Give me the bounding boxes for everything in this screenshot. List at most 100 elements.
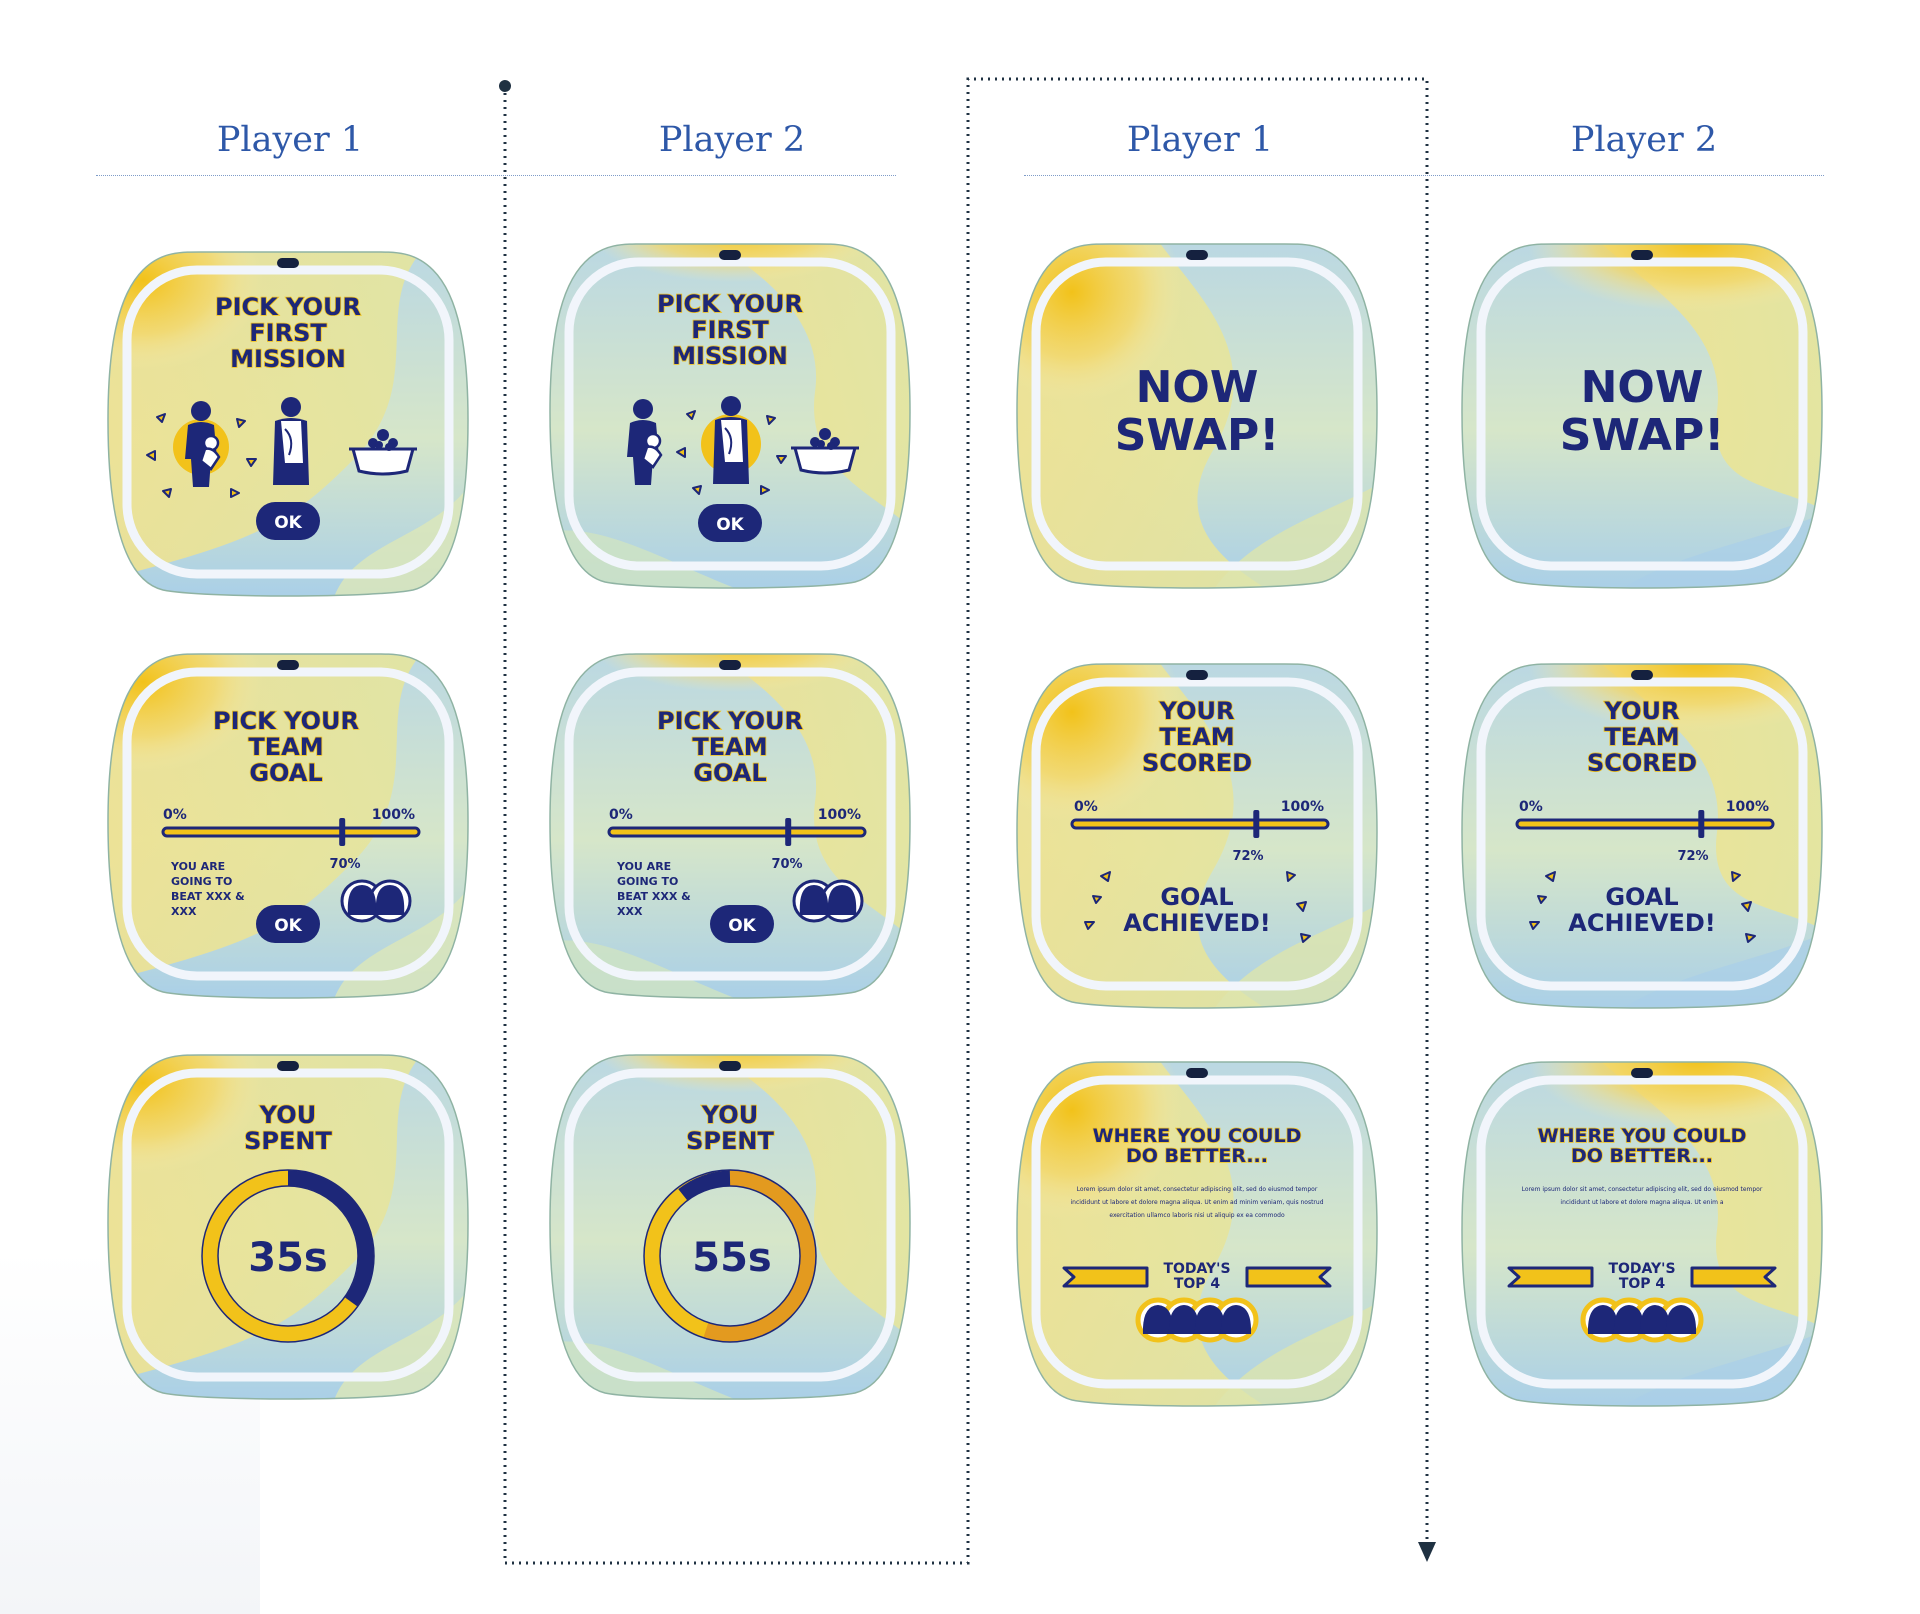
card-title-line: MISSION: [230, 345, 346, 373]
card-body: [103, 642, 473, 1002]
goal-message-line: YOU ARE: [616, 860, 671, 873]
card-title-line: TEAM: [1604, 723, 1679, 751]
score-value-label: 72%: [1232, 849, 1263, 864]
card-body: [1457, 1050, 1827, 1410]
goal-slider[interactable]: [161, 818, 421, 846]
score-max-label: 100%: [1726, 799, 1769, 815]
ok-button[interactable]: OK: [256, 502, 320, 540]
score-marker: [1698, 810, 1705, 838]
card-title-line: YOUR: [1159, 697, 1235, 725]
card-graphic: YOU SPENT 55s: [545, 1043, 915, 1403]
card-pick-mission-p1: PICK YOUR FIRST MISSION OK: [103, 240, 473, 600]
column-header: Player 1: [216, 120, 364, 160]
card-title-line: YOU: [259, 1101, 316, 1129]
card-you-spent-p1: YOU SPENT 35s: [103, 1043, 473, 1403]
time-ring: [201, 1169, 375, 1343]
card-graphic: YOUR TEAM SCORED 0% 100% 72% GOAL ACHIEV…: [1457, 652, 1827, 1012]
slider-value-label: 70%: [771, 857, 802, 872]
ok-button-label: OK: [274, 916, 302, 936]
card-graphic: WHERE YOU COULD DO BETTER... Lorem ipsum…: [1012, 1050, 1382, 1410]
card-title-line: WHERE YOU COULD: [1093, 1125, 1302, 1147]
card-pick-goal-p2: PICK YOUR TEAM GOAL 0% 100% 70% YOU ARE …: [545, 642, 915, 1002]
card-title-line: DO BETTER...: [1126, 1145, 1268, 1167]
card-graphic: NOW SWAP!: [1457, 232, 1827, 592]
score-min-label: 0%: [1074, 799, 1098, 815]
ok-button[interactable]: OK: [256, 905, 320, 943]
goal-slider[interactable]: [607, 818, 867, 846]
card-title-line: GOAL: [249, 759, 322, 787]
score-min-label: 0%: [1519, 799, 1543, 815]
body-text-line: Lorem ipsum dolor sit amet, consectetur …: [1522, 1186, 1763, 1193]
time-value: 35s: [248, 1235, 327, 1281]
rival-avatars-icon: [340, 879, 412, 923]
result-line: ACHIEVED!: [1568, 909, 1715, 937]
leaderboard-label: TOP 4: [1174, 1276, 1221, 1292]
card-title-line: MISSION: [672, 342, 788, 370]
ok-button-label: OK: [728, 916, 756, 936]
result-line: ACHIEVED!: [1123, 909, 1270, 937]
ok-button-label: OK: [716, 515, 744, 535]
card-title-line: PICK YOUR: [213, 707, 359, 735]
card-title-line: SCORED: [1587, 749, 1697, 777]
rival-avatars-icon: [792, 879, 864, 923]
slider-handle[interactable]: [339, 818, 346, 846]
slider-min-label: 0%: [163, 807, 187, 823]
column-header: Player 2: [1570, 120, 1718, 160]
card-title-line: SCORED: [1142, 749, 1252, 777]
mission-option-burp[interactable]: [676, 395, 787, 495]
result-line: GOAL: [1160, 883, 1233, 911]
card-title-line: TEAM: [248, 733, 323, 761]
leaderboard-label: TODAY'S: [1163, 1261, 1230, 1277]
leaderboard-label: TOP 4: [1619, 1276, 1666, 1292]
card-graphic: PICK YOUR TEAM GOAL 0% 100% 70% YOU ARE …: [545, 642, 915, 1002]
card-graphic: PICK YOUR TEAM GOAL 0% 100% 70% YOU ARE …: [103, 642, 473, 1002]
result-line: GOAL: [1605, 883, 1678, 911]
body-text-line: Lorem ipsum dolor sit amet, consectetur …: [1077, 1186, 1318, 1193]
card-you-spent-p2: YOU SPENT 55s: [545, 1043, 915, 1403]
score-marker: [1253, 810, 1260, 838]
card-title-line: PICK YOUR: [657, 707, 803, 735]
time-value: 55s: [692, 1235, 771, 1281]
slider-handle[interactable]: [785, 818, 792, 846]
card-title-line: GOAL: [693, 759, 766, 787]
card-graphic: PICK YOUR FIRST MISSION OK: [545, 232, 915, 592]
body-text-line: incididunt ut labore et dolore magna ali…: [1560, 1199, 1724, 1206]
mission-option-carry-baby[interactable]: [146, 399, 257, 498]
card-do-better-p2: WHERE YOU COULD DO BETTER... Lorem ipsum…: [1457, 1050, 1827, 1410]
card-graphic: YOU SPENT 35s: [103, 1043, 473, 1403]
ok-button[interactable]: OK: [698, 504, 762, 542]
goal-message-line: GOING TO: [171, 875, 232, 888]
card-team-scored-p1: YOUR TEAM SCORED 0% 100% 72% GOAL ACHIEV…: [1012, 652, 1382, 1012]
header-divider: [1024, 175, 1824, 176]
score-value-label: 72%: [1677, 849, 1708, 864]
score-bar: [1515, 810, 1775, 838]
column-header: Player 1: [1126, 120, 1274, 160]
goal-message-line: YOU ARE: [170, 860, 225, 873]
goal-message-line: GOING TO: [617, 875, 678, 888]
card-title-line: PICK YOUR: [657, 290, 803, 318]
card-graphic: YOUR TEAM SCORED 0% 100% 72% GOAL ACHIEV…: [1012, 652, 1382, 1012]
card-graphic: PICK YOUR FIRST MISSION OK: [103, 240, 473, 600]
goal-message-line: XXX: [617, 905, 643, 918]
card-pick-goal-p1: PICK YOUR TEAM GOAL 0% 100% 70% YOU ARE …: [103, 642, 473, 1002]
card-title-line: FIRST: [249, 319, 327, 347]
card-title-line: PICK YOUR: [215, 293, 361, 321]
time-ring: [643, 1169, 817, 1343]
top4-avatars-icon: [1138, 1300, 1256, 1340]
card-title-line: YOUR: [1604, 697, 1680, 725]
ok-button[interactable]: OK: [710, 905, 774, 943]
card-do-better-p1: WHERE YOU COULD DO BETTER... Lorem ipsum…: [1012, 1050, 1382, 1410]
slider-value-label: 70%: [329, 857, 360, 872]
card-title-line: NOW: [1581, 362, 1704, 413]
card-body: [103, 1043, 473, 1403]
card-title-line: SPENT: [686, 1127, 774, 1155]
card-title-line: YOU: [701, 1101, 758, 1129]
leaderboard-label: TODAY'S: [1608, 1261, 1675, 1277]
score-bar: [1070, 810, 1330, 838]
card-pick-mission-p2: PICK YOUR FIRST MISSION OK: [545, 232, 915, 592]
column-header: Player 2: [658, 120, 806, 160]
top4-avatars-icon: [1583, 1300, 1701, 1340]
card-graphic: WHERE YOU COULD DO BETTER... Lorem ipsum…: [1457, 1050, 1827, 1410]
card-body: [545, 1043, 915, 1403]
goal-message-line: BEAT XXX &: [171, 890, 245, 903]
